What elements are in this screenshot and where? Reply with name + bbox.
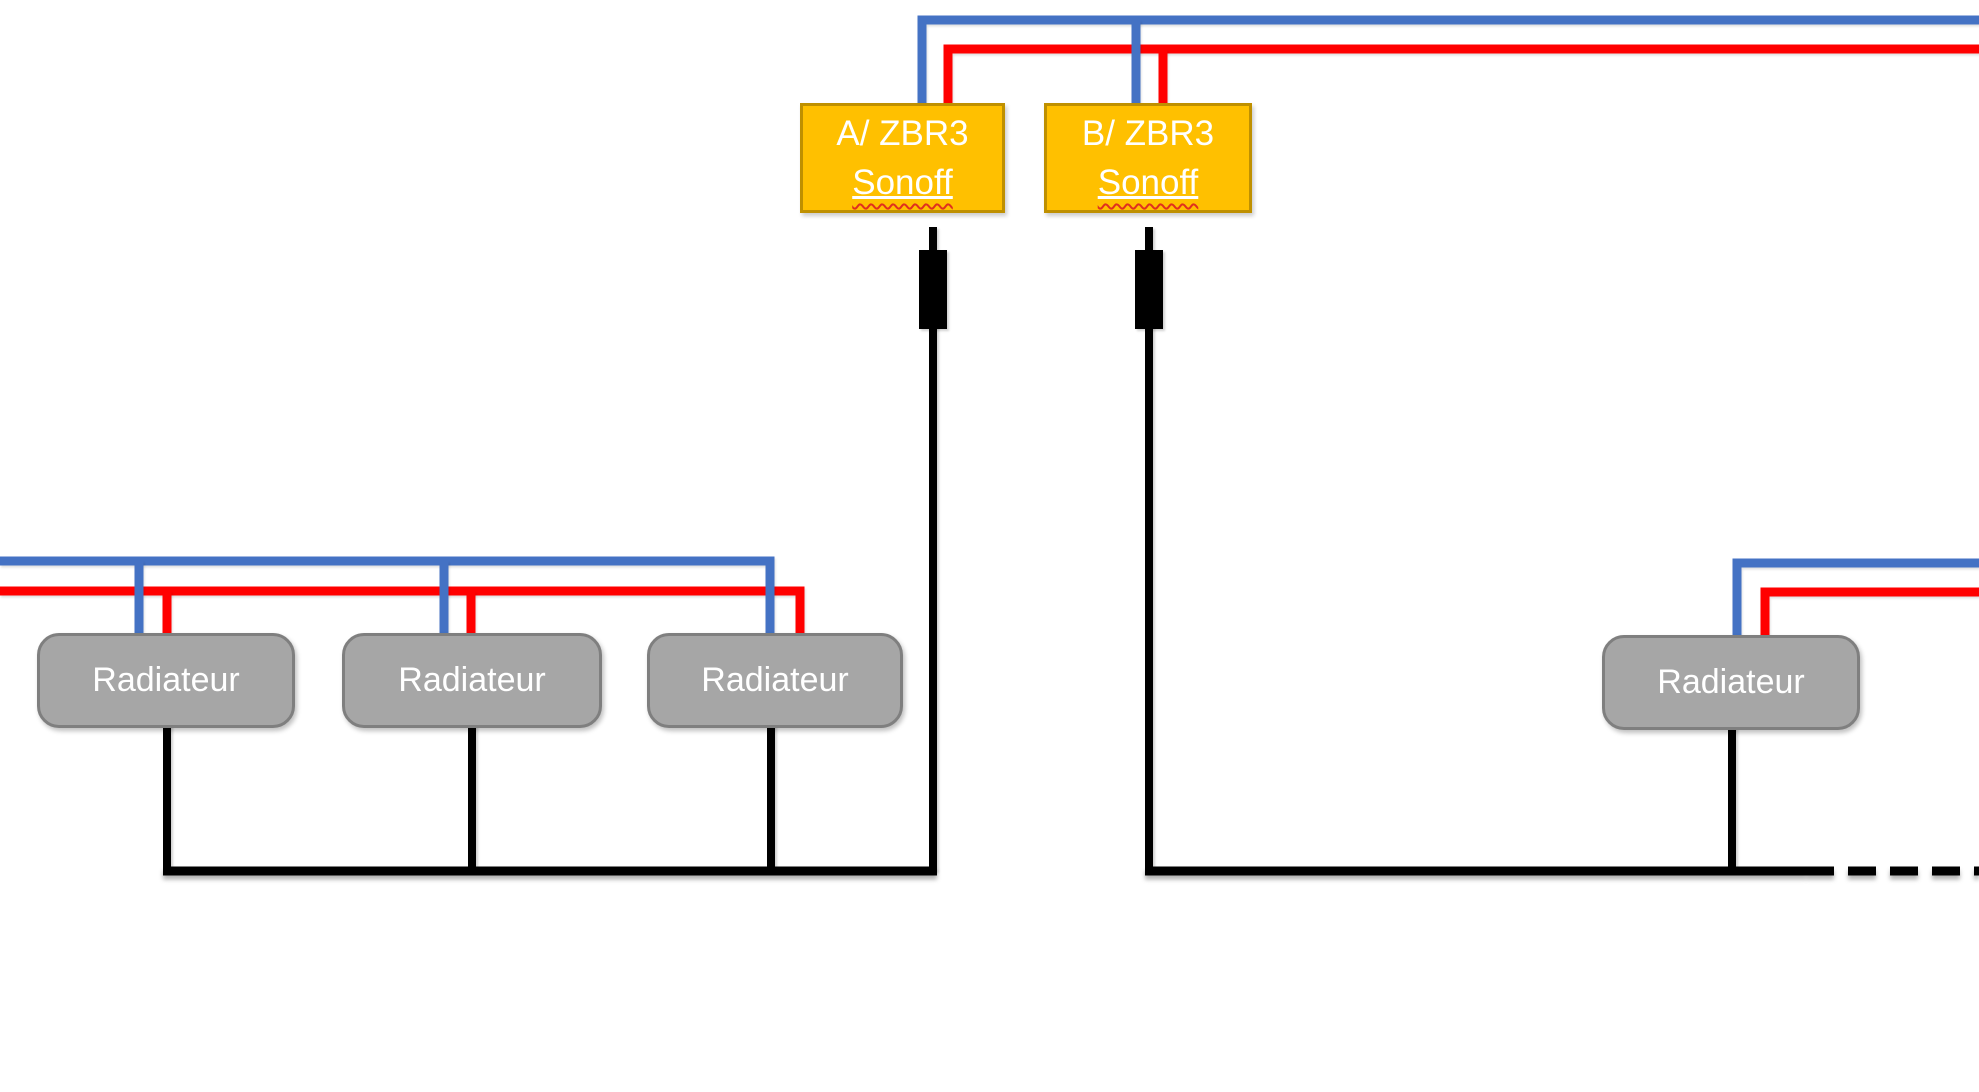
device-b-brand-line: Sonoff — [1098, 158, 1199, 207]
device-box-b[interactable]: B/ ZBR3 Sonoff — [1044, 103, 1252, 213]
radiator-box-3[interactable]: Radiateur — [647, 633, 903, 728]
radiator-box-2[interactable]: Radiateur — [342, 633, 602, 728]
device-a-label: A/ ZBR3 — [836, 114, 969, 153]
radiator-3-label: Radiateur — [701, 661, 849, 699]
blue-wire-right-branch — [1732, 558, 1979, 640]
device-b-label: B/ ZBR3 — [1081, 114, 1215, 153]
red-wire-left-branch — [0, 586, 805, 640]
radiator-box-1[interactable]: Radiateur — [37, 633, 295, 728]
device-b-brand: Sonoff — [1097, 163, 1199, 202]
inline-connector-icon-a — [919, 250, 947, 329]
device-a-brand: Sonoff — [852, 163, 953, 202]
red-wire-top-feed — [943, 44, 1979, 110]
radiator-box-4[interactable]: Radiateur — [1602, 635, 1860, 730]
radiator-4-label: Radiateur — [1657, 663, 1805, 701]
blue-wire-left-branch — [0, 556, 775, 640]
radiator-2-label: Radiateur — [398, 661, 546, 699]
inline-connector-icon-b — [1135, 250, 1163, 329]
red-wire-right-branch — [1760, 587, 1979, 640]
device-box-a[interactable]: A/ ZBR3 Sonoff — [800, 103, 1005, 213]
radiator-1-label: Radiateur — [92, 661, 240, 699]
blue-wire-top-feed — [917, 15, 1979, 110]
device-a-brand-line: Sonoff — [852, 158, 953, 207]
